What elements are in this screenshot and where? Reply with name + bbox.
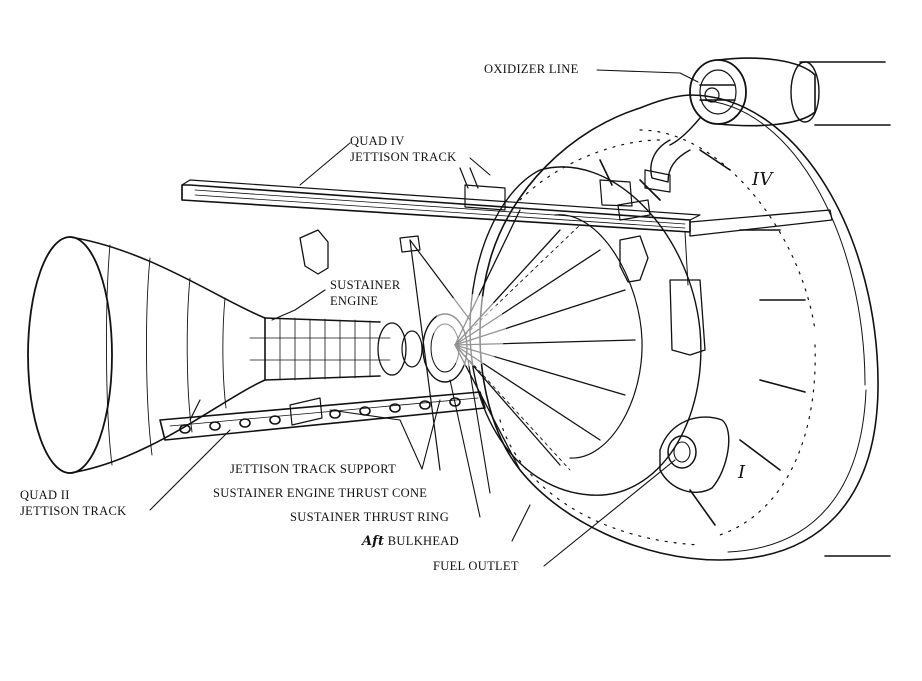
label-fuel-outlet: FUEL OUTLET [433,559,519,573]
label-quad-iv-line1: QUAD IV [350,134,405,148]
aft-bulkhead-shell [469,61,891,561]
label-sustainer-line2: ENGINE [330,294,379,308]
label-aft-bulkhead: Aft BULKHEAD [362,534,459,549]
label-quad-ii-line2: JETTISON TRACK [20,504,127,518]
label-quad-iv-line2: JETTISON TRACK [350,150,457,164]
quadrant-mark-iv: IV [752,169,773,190]
quadrant-mark-i: I [738,462,746,483]
label-oxidizer-line: OXIDIZER LINE [484,62,579,76]
fuel-outlet [659,416,730,493]
label-aft-suffix: BULKHEAD [387,534,459,548]
oxidizer-line [617,57,820,221]
quad-iv-jettison-track [181,167,833,356]
label-sustainer-line1: SUSTAINER [330,278,401,292]
label-jettison-track-support: JETTISON TRACK SUPPORT [230,462,397,476]
sustainer-engine [27,236,423,474]
label-thrust-ring: SUSTAINER THRUST RING [290,510,450,524]
label-quad-ii-line1: QUAD II [20,488,70,502]
label-aft-prefix: Aft [362,534,385,549]
highlight-flare [434,294,506,366]
label-thrust-cone: SUSTAINER ENGINE THRUST CONE [213,486,428,500]
quad-ii-jettison-track [159,235,486,471]
